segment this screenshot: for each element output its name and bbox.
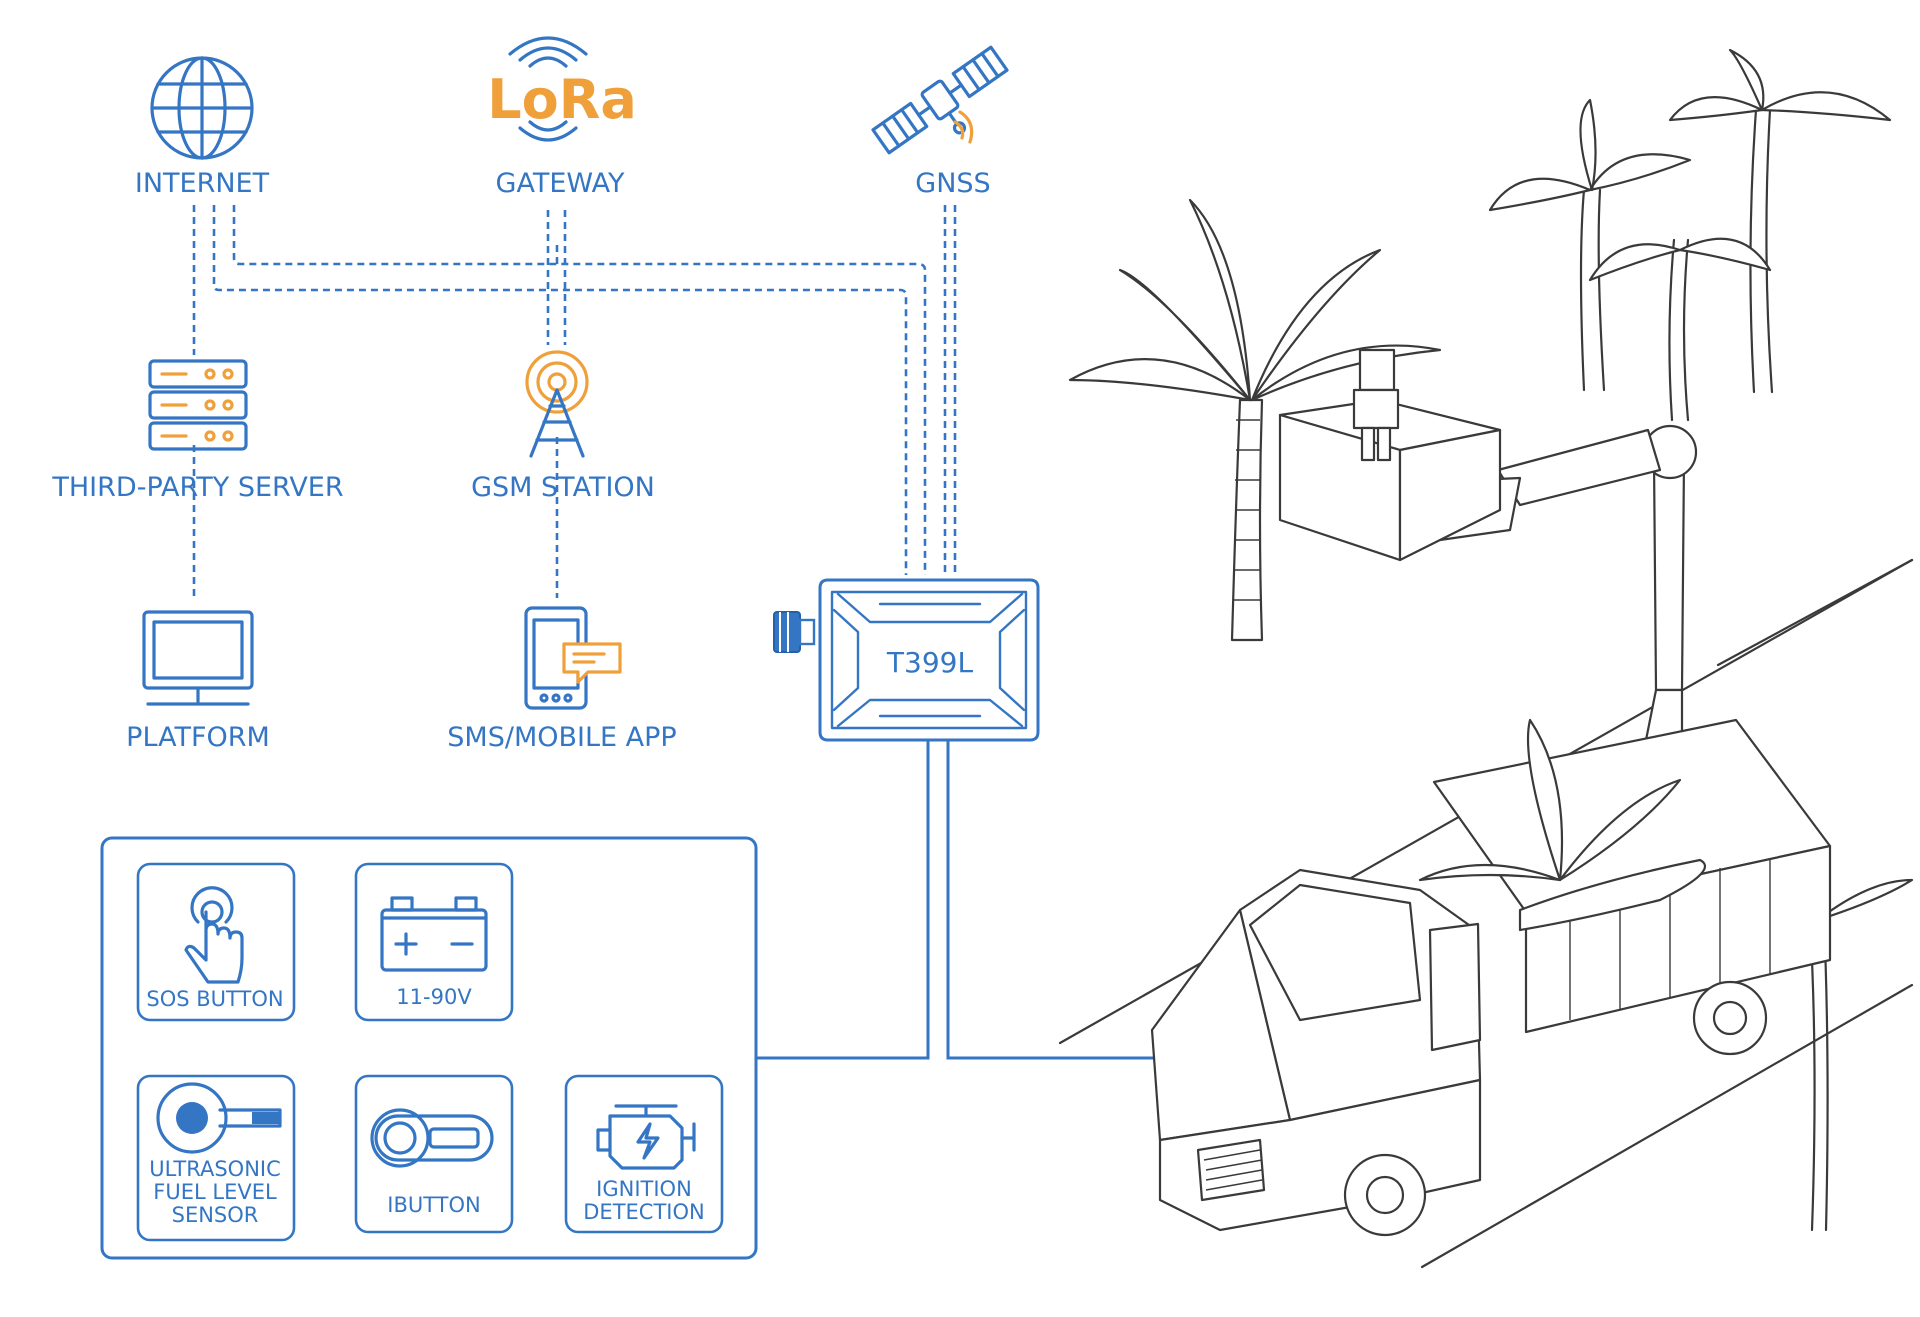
truck-cab [1150,868,1482,1237]
palm-tree-back [1488,48,1892,422]
lora-logo: LoRa [487,68,637,131]
ignition-label-2: DETECTION [583,1200,704,1224]
monitor-icon [142,610,254,706]
voltage-label: 11-90V [396,985,472,1009]
voltage-card: 11-90V [354,862,514,1022]
ignition-card: IGNITION DETECTION [564,1074,724,1234]
tap-finger-icon [184,886,244,984]
street-illustration [1058,48,1914,1269]
battery-icon [380,896,488,972]
third-party-server-label: THIRD-PARTY SERVER [51,472,343,503]
ibutton-label: IBUTTON [387,1193,481,1217]
fuel-sensor-card: ULTRASONIC FUEL LEVEL SENSOR [136,1074,296,1242]
boom-lift [1278,348,1698,772]
fuel-sensor-icon [156,1082,282,1154]
dashed-connections [192,205,957,600]
lora-signal-icon [508,36,588,142]
device-label: T399L [886,646,974,679]
truck-bed [1418,718,1832,1056]
satellite-icon [871,45,1009,155]
palm-tree-left [1068,198,1442,642]
sms-mobile-app-label: SMS/MOBILE APP [447,722,676,753]
phone-message-icon [524,606,622,710]
fuel-label-3: SENSOR [172,1203,259,1227]
fuel-label-1: ULTRASONIC [149,1157,281,1181]
peripherals-panel [100,836,758,1260]
road-lane-line [1716,558,1914,667]
internet-label: INTERNET [135,168,270,199]
sos-label: SOS BUTTON [146,987,283,1011]
ignition-label-1: IGNITION [596,1177,692,1201]
tracker-device: T399L [773,578,1040,742]
gsm-tower-icon [525,350,589,458]
curb-line [1420,983,1914,1269]
server-icon [148,359,248,451]
globe-icon [150,56,254,160]
sos-card: SOS BUTTON [136,862,296,1022]
gsm-station-label: GSM STATION [471,472,655,503]
ibutton-key-icon [370,1108,494,1168]
fuel-label-2: FUEL LEVEL [153,1180,277,1204]
gateway-label: GATEWAY [496,168,625,199]
gnss-label: GNSS [915,168,990,199]
platform-label: PLATFORM [126,722,270,753]
ibutton-card: IBUTTON [354,1074,514,1234]
engine-icon [596,1104,696,1170]
gnss-signal-icon [953,110,974,144]
